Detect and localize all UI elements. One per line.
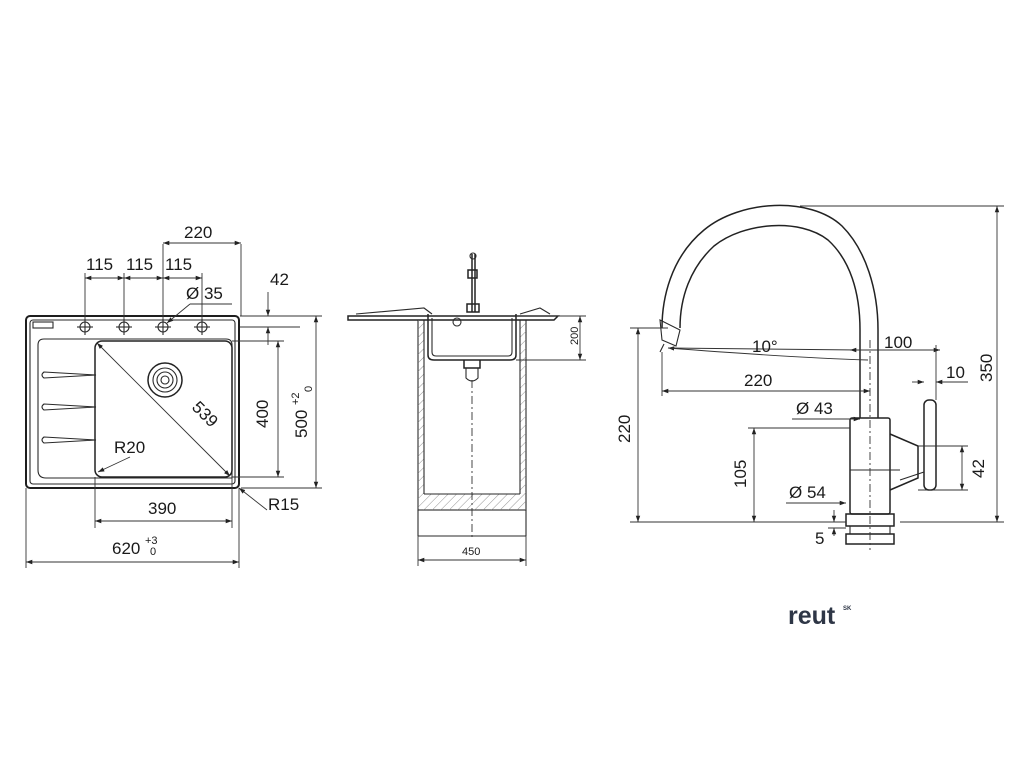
bowl-outline (94, 340, 233, 478)
dim-body-diameter: Ø 43 (796, 399, 833, 418)
dim-width-total: 620 (112, 539, 140, 558)
dim-tap-spacing-2: 115 (126, 255, 153, 274)
dim-depth-total: 500 (292, 410, 311, 438)
dim-cabinet-width: 450 (462, 546, 480, 558)
dim-tap-hole-span: 220 (184, 223, 212, 242)
dim-body-offset: 100 (884, 333, 912, 352)
dim-base-thickness: 5 (815, 529, 824, 548)
section-view: 200 450 (347, 252, 586, 566)
dim-body-height: 105 (731, 460, 750, 488)
dim-tap-spacing-1: 115 (86, 255, 113, 274)
dim-depth-tol-upper: +2 (290, 392, 302, 405)
tap-spout (661, 204, 879, 418)
dim-bowl-depth: 400 (253, 400, 272, 428)
dim-spout-angle: 10° (752, 337, 778, 356)
dim-tap-height-total: 350 (977, 354, 996, 382)
dim-depth-tol-lower: 0 (303, 386, 315, 392)
tap-view: 350 220 10° 100 220 10 Ø 43 105 42 (615, 204, 1004, 550)
dim-bowl-radius: R20 (114, 438, 145, 457)
tap-lever (889, 433, 919, 491)
dim-spout-reach: 220 (744, 371, 772, 390)
dim-lever-height: 42 (969, 459, 988, 478)
dim-handle-gap: 10 (946, 363, 965, 382)
reut-logo: reut SK (788, 602, 852, 630)
sink-outline (25, 315, 240, 489)
dim-tap-hole-offset: 42 (270, 270, 289, 289)
logo-suffix: SK (843, 606, 852, 612)
dim-bowl-width: 390 (148, 499, 176, 518)
tap-holes (77, 319, 210, 335)
bowl-section (427, 314, 517, 361)
plan-view: 539 R20 R15 220 115 115 115 Ø 35 42 (25, 223, 322, 568)
dim-bowl-height: 200 (569, 327, 581, 345)
countertop-section (347, 315, 560, 321)
dim-base-diameter: Ø 54 (789, 483, 826, 502)
waste-outlet (147, 362, 183, 398)
dim-corner-radius: R15 (268, 495, 299, 514)
logo-text: reut (788, 602, 836, 630)
dim-spout-height: 220 (615, 415, 634, 443)
dim-tap-spacing-3: 115 (165, 255, 192, 274)
dim-width-tol-upper: +3 (145, 535, 158, 547)
drainer-ribs (41, 371, 97, 444)
dim-bowl-diagonal: 539 (188, 398, 221, 431)
dim-tap-hole-diameter: Ø 35 (186, 284, 223, 303)
drainer-area (37, 338, 233, 479)
dim-width-tol-lower: 0 (150, 546, 156, 558)
